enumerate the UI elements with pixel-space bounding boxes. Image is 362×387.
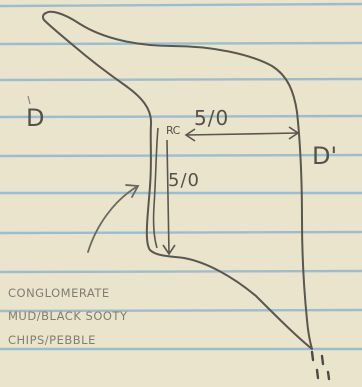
inner-wall-line bbox=[152, 127, 159, 249]
note-line-2: MUD/BLACK SOOTY bbox=[8, 309, 128, 323]
rule-line bbox=[0, 77, 362, 82]
width-dimension-arrow bbox=[184, 126, 300, 142]
bottom-right-marks bbox=[310, 350, 331, 381]
rule-line bbox=[0, 153, 362, 158]
rule-line bbox=[0, 114, 362, 119]
stray-mark bbox=[27, 95, 31, 105]
ruled-lines bbox=[0, 2, 362, 351]
passage-outline bbox=[41, 10, 313, 350]
width-dimension-label: 5/0 bbox=[194, 106, 230, 130]
note-line-1: CONGLOMERATE bbox=[8, 286, 110, 300]
note-line-3: CHIPS/PEBBLE bbox=[8, 333, 96, 347]
label-d-prime: D' bbox=[312, 142, 338, 170]
note-pointer-arrow bbox=[87, 184, 140, 253]
rule-line bbox=[0, 269, 362, 274]
reference-point-label: RC bbox=[166, 124, 180, 137]
rule-line bbox=[0, 2, 362, 8]
rule-line bbox=[0, 230, 362, 235]
label-d: D bbox=[26, 104, 45, 132]
rule-line bbox=[0, 308, 362, 313]
depth-dimension-label: 5/0 bbox=[168, 170, 200, 191]
rule-line bbox=[0, 41, 362, 46]
depth-dimension-arrow bbox=[162, 139, 176, 256]
